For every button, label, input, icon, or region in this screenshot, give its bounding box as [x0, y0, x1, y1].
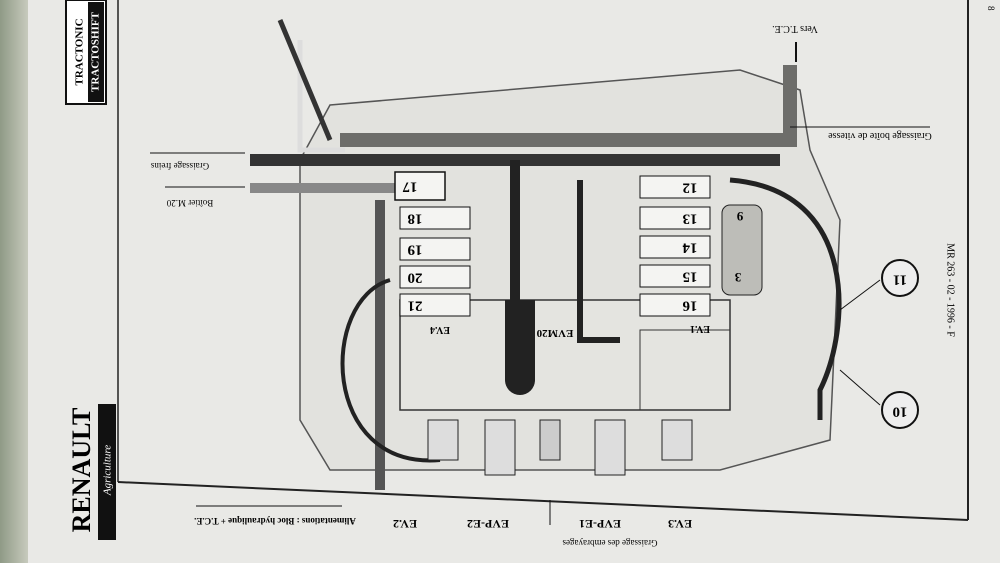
cable-left [340, 278, 441, 463]
brand-band [98, 404, 116, 540]
callout-10: 10 [893, 404, 908, 420]
connector-label: 17 [402, 179, 418, 195]
label-boitier-m20: Boîtier M.20 [166, 198, 213, 208]
connectors-left: 18 19 20 21 [399, 206, 471, 317]
label-evp-e1: EVP-E1 [579, 517, 621, 531]
label-ev4: EV.4 [430, 324, 450, 335]
connector-label: 21 [408, 298, 423, 314]
brand-name: RENAULT [67, 408, 96, 533]
logo-line2: TRACTOSHIFT [90, 11, 102, 92]
footer-ref: MR 263 - 02 - 1996 - F [945, 243, 956, 337]
callout-3: 3 [734, 270, 741, 285]
logo-line1: TRACTONIC [74, 18, 86, 85]
label-evm20: EVM20 [536, 327, 573, 339]
callout-10-circle [881, 391, 919, 429]
logo-band [88, 2, 104, 102]
cable-white [297, 40, 345, 153]
photo-edge [0, 0, 28, 563]
label-graissage-freins: Graissage freins [150, 161, 209, 171]
connector-label: 20 [408, 270, 423, 286]
cable-harness [277, 19, 333, 141]
connector-label: 13 [683, 211, 698, 227]
ev1-plate [639, 329, 731, 411]
leader-11 [839, 279, 881, 311]
hydraulic-block [399, 299, 731, 411]
frame-bottom [117, 481, 969, 521]
label-alimentation: Alimentations : Bloc hydraulique + T.C.E… [194, 516, 356, 526]
connectors-right: 12 13 14 15 16 [639, 175, 711, 317]
label-graissage-boite: Graissage boîte de vitesse [828, 130, 932, 141]
connector-label: 15 [683, 269, 698, 285]
connector-label: 14 [682, 240, 698, 256]
label-ev2: EV.2 [393, 517, 417, 531]
connector-label: 12 [683, 180, 698, 196]
leader-10 [839, 369, 881, 406]
label-vers-tce: Vers T.C.E. [772, 23, 818, 34]
pipe-ev1 [577, 180, 620, 343]
callout-11-circle [881, 259, 919, 297]
label-ev1: EV.1 [690, 323, 710, 334]
callout-9: 9 [736, 209, 743, 224]
connector-label: 16 [682, 298, 698, 314]
evm20-solenoid [505, 300, 535, 395]
callout-11: 11 [893, 272, 907, 288]
round-connector [721, 204, 763, 296]
label-graissage-embrayages: Graissage des embrayages [562, 538, 657, 548]
bottom-valves [427, 419, 693, 476]
brand-sub: Agriculture [102, 445, 114, 496]
connector-label: 18 [408, 211, 423, 227]
connector-17: 17 [394, 171, 446, 201]
label-evp-e2: EVP-E2 [467, 517, 509, 531]
pipe-vers-tce [340, 65, 797, 147]
connector-label: 19 [408, 242, 423, 258]
page-mark: 8 [986, 6, 996, 11]
cable-right [729, 177, 842, 420]
label-ev3: EV.3 [668, 517, 692, 531]
